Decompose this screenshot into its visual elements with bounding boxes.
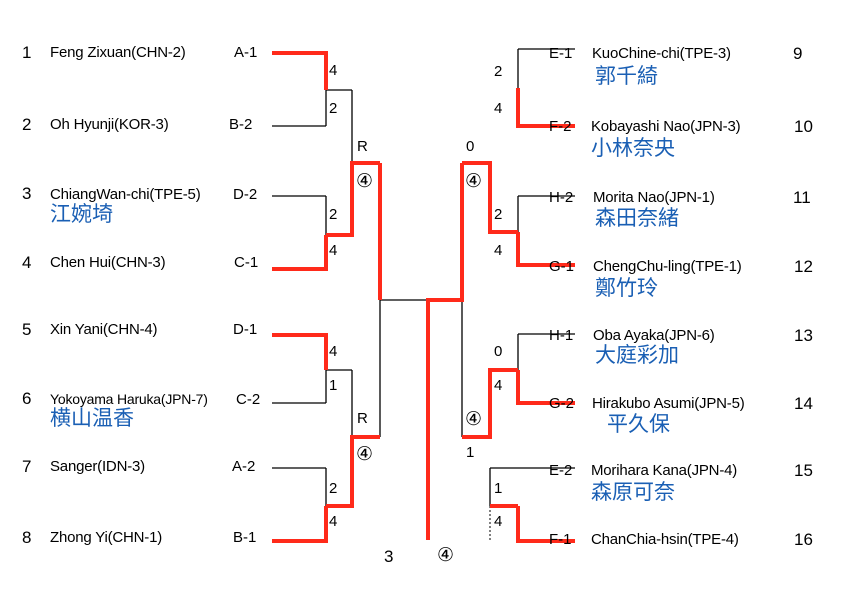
player-name: Feng Zixuan(CHN-2) (50, 44, 186, 61)
player-seed: C-1 (234, 254, 259, 271)
final-score-right: ④ (437, 544, 455, 566)
player-seed: A-2 (232, 458, 256, 475)
score: 4 (329, 62, 338, 79)
final-score-left: 3 (384, 547, 394, 566)
player-seed: D-2 (233, 186, 258, 203)
player-seed: C-2 (236, 391, 261, 408)
player-seed: F-1 (549, 531, 572, 548)
score: 2 (494, 206, 503, 223)
score: 2 (329, 480, 338, 497)
player-name: Hirakubo Asumi(JPN-5) (592, 395, 745, 412)
player-seed: H-2 (549, 189, 574, 206)
player-seed: H-1 (549, 327, 574, 344)
player-name: Morihara Kana(JPN-4) (591, 462, 738, 479)
player-name: Oba Ayaka(JPN-6) (593, 327, 715, 344)
score: 2 (494, 63, 503, 80)
player-number: 1 (22, 43, 32, 62)
player-number: 11 (793, 188, 811, 207)
player-number: 15 (794, 461, 813, 480)
score: R (357, 138, 368, 155)
player-seed: E-1 (549, 45, 573, 62)
player-kanji-name: 横山温香 (50, 406, 134, 430)
player-number: 6 (22, 389, 32, 408)
player-kanji-name: 郭千綺 (595, 64, 658, 88)
score: 4 (494, 242, 503, 259)
player-seed: G-1 (549, 258, 575, 275)
player-name: Yokoyama Haruka(JPN-7) (50, 391, 208, 407)
player-number: 13 (794, 326, 813, 345)
player-number: 2 (22, 115, 32, 134)
bracket-black-lines (272, 48, 575, 506)
player-seed: B-2 (229, 116, 253, 133)
player-number: 8 (22, 528, 32, 547)
player-kanji-name: 鄭竹玲 (595, 276, 658, 300)
score: ④ (356, 443, 374, 465)
player-name: ChengChu-ling(TPE-1) (593, 258, 742, 275)
player-number: 4 (22, 253, 32, 272)
player-number: 12 (794, 257, 813, 276)
player-kanji-name: 江婉埼 (50, 202, 113, 226)
player-kanji-name: 森原可奈 (591, 480, 675, 504)
player-name: Zhong Yi(CHN-1) (50, 529, 163, 546)
score: 2 (329, 100, 338, 117)
score: ④ (465, 408, 483, 430)
score: 4 (329, 242, 338, 259)
player-seed: D-1 (233, 321, 258, 338)
score: 4 (494, 513, 503, 530)
score: 4 (494, 377, 503, 394)
player-name: Chen Hui(CHN-3) (50, 254, 166, 271)
player-kanji-name: 大庭彩加 (595, 343, 679, 367)
player-seed: A-1 (234, 44, 258, 61)
player-seed: E-2 (549, 462, 573, 479)
score: ④ (356, 170, 374, 192)
player-name: Kobayashi Nao(JPN-3) (591, 118, 741, 135)
player-number: 14 (794, 394, 813, 413)
score: 4 (329, 513, 338, 530)
player-name: KuoChine-chi(TPE-3) (592, 45, 731, 62)
score: R (357, 410, 368, 427)
score: 0 (466, 138, 475, 155)
player-name: Oh Hyunji(KOR-3) (50, 116, 169, 133)
player-number: 3 (22, 184, 32, 203)
player-number: 16 (794, 530, 813, 549)
score: 0 (494, 343, 503, 360)
score: 2 (329, 206, 338, 223)
score: 4 (329, 343, 338, 360)
player-name: Sanger(IDN-3) (50, 458, 145, 475)
score: 1 (466, 444, 475, 461)
bracket-winner-lines (272, 51, 575, 543)
player-seed: B-1 (233, 529, 257, 546)
score: 4 (494, 100, 503, 117)
player-number: 7 (22, 457, 32, 476)
score: 1 (494, 480, 503, 497)
player-seed: G-2 (549, 395, 575, 412)
score: ④ (465, 170, 483, 192)
player-number: 5 (22, 320, 32, 339)
player-name: ChiangWan-chi(TPE-5) (50, 186, 201, 203)
player-number: 9 (793, 44, 803, 63)
player-name: Morita Nao(JPN-1) (593, 189, 715, 206)
player-kanji-name: 小林奈央 (591, 136, 675, 160)
player-seed: F-2 (549, 118, 572, 135)
player-kanji-name: 平久保 (607, 412, 670, 436)
player-name: Xin Yani(CHN-4) (50, 321, 158, 338)
score: 1 (329, 377, 338, 394)
player-kanji-name: 森田奈緒 (595, 206, 679, 230)
player-name: ChanChia-hsin(TPE-4) (591, 531, 739, 548)
player-number: 10 (794, 117, 813, 136)
